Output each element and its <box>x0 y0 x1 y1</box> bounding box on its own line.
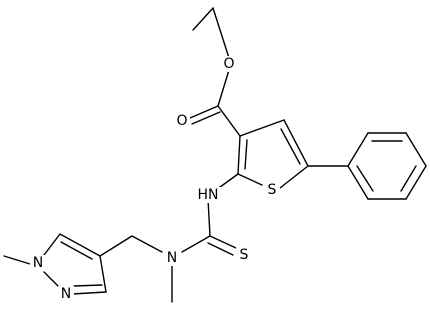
atom-pyrazole-n1: N <box>30 255 46 271</box>
bond-ph-1 <box>347 132 369 167</box>
ester-oxygen-label: O <box>223 56 234 72</box>
bond-thioc-s-b <box>207 242 234 256</box>
bond-ph-6 <box>347 165 369 200</box>
thio-sulfur-label: S <box>240 247 249 263</box>
bond-thioc-n <box>181 235 211 253</box>
bond-ph-4 <box>405 165 427 200</box>
atom-tertiary-nitrogen: N <box>164 250 180 266</box>
bond-ph-3 <box>405 132 427 167</box>
bond-c3-c4 <box>239 119 285 137</box>
bond-ph-inner-b <box>400 165 417 192</box>
pyrazole-n1-label: N <box>33 255 43 271</box>
bond-pz-n2-c3-inner <box>73 284 103 287</box>
atom-nh: HN <box>195 187 221 203</box>
bond-nh-thioc <box>207 198 211 237</box>
pyrazole-n2-label: N <box>61 286 71 302</box>
bond-n1-methyl <box>3 255 31 265</box>
bond-ethyl-ch2-o <box>212 7 230 59</box>
atom-ring-sulfur: S <box>264 182 280 198</box>
bond-ph-inner-c <box>356 165 374 192</box>
bond-carbonyl-double-a <box>189 105 219 119</box>
atom-ester-oxygen: O <box>221 56 237 72</box>
bond-c5-s <box>279 165 309 189</box>
bond-thioc-s-a <box>209 235 237 249</box>
atom-pyrazole-n2: N <box>58 286 74 302</box>
bond-c2-c3-inner <box>244 139 248 170</box>
bond-pz-c3-c4 <box>99 255 107 293</box>
bond-pz-n2-c3 <box>71 291 107 295</box>
bond-carbonyl-double-b <box>191 111 221 125</box>
carbonyl-oxygen-label: O <box>176 113 187 129</box>
bond-pz-n1-n2 <box>43 271 61 289</box>
bond-ethyl-ch3-ch2 <box>192 7 214 31</box>
ring-sulfur-label: S <box>268 182 277 198</box>
bond-pz-c5-n1 <box>43 233 61 256</box>
bond-pz-c4-c5-inner <box>60 241 93 260</box>
atom-carbonyl-oxygen: O <box>174 113 190 129</box>
bond-pz-c4-c5 <box>59 233 101 257</box>
bond-c4-c5 <box>283 119 309 167</box>
bond-s-c2 <box>237 173 263 186</box>
bond-c2-c3 <box>237 135 241 175</box>
bond-n-ch2 <box>131 235 163 253</box>
bond-carbonyl-c3 <box>217 105 241 137</box>
bond-ch2-pyrazole-c4 <box>99 235 133 257</box>
bond-o-carbonyl-c <box>217 69 230 107</box>
atom-thio-sulfur: S <box>236 247 252 263</box>
tertiary-nitrogen-label: N <box>167 250 177 266</box>
bond-c4-c5-inner <box>280 128 301 165</box>
nh-label: HN <box>198 187 219 203</box>
